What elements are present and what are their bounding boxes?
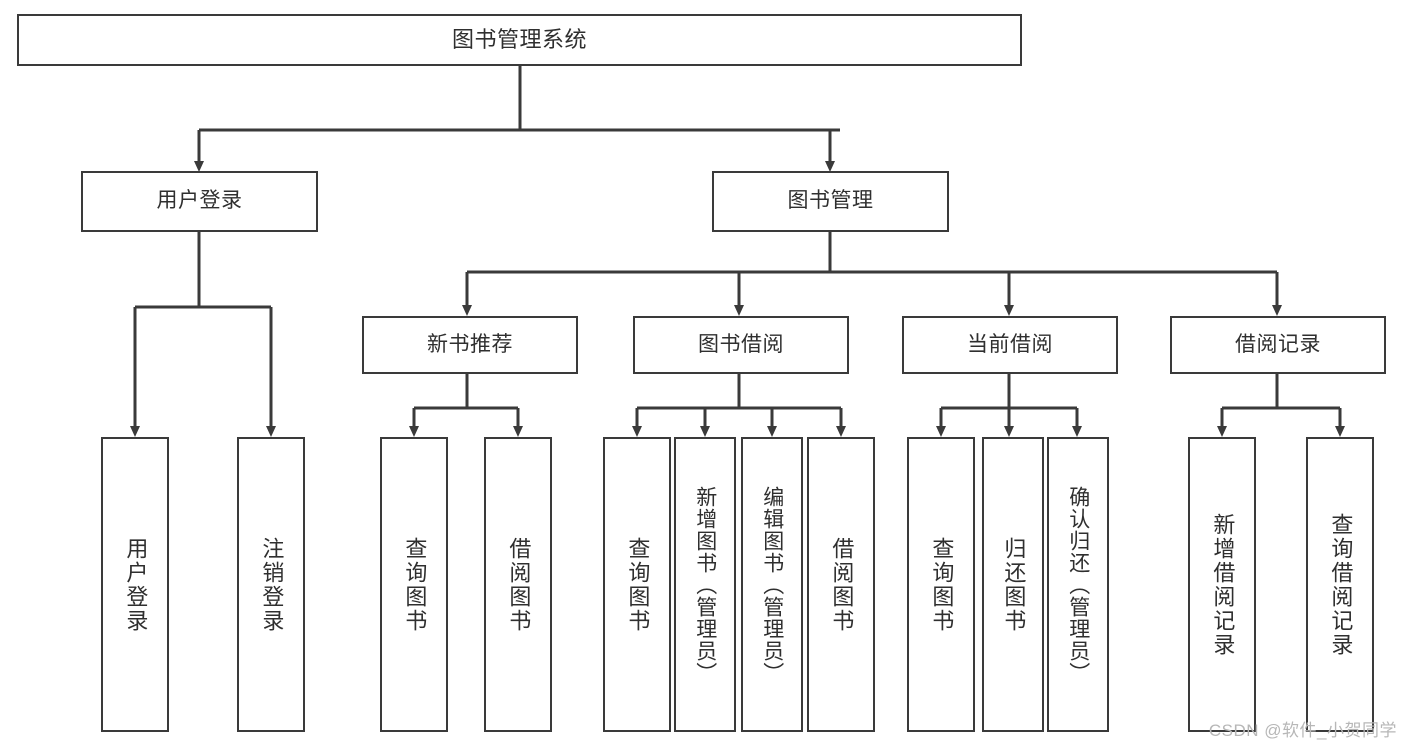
node-label: 当前借阅 [967,332,1053,356]
leaf-query-book-borrow[interactable]: 查询图书 [603,437,671,732]
node-book-management[interactable]: 图书管理 [712,171,949,232]
leaf-query-borrow-record[interactable]: 查询借阅记录 [1306,437,1374,732]
leaf-query-book-recommend[interactable]: 查询图书 [380,437,448,732]
node-label: 新增借阅记录 [1210,512,1236,657]
node-label: 查询图书 [402,536,428,633]
node-user-login[interactable]: 用户登录 [81,171,318,232]
leaf-return-book[interactable]: 归还图书 [982,437,1044,732]
leaf-borrow-book[interactable]: 借阅图书 [807,437,875,732]
node-label: 图书借阅 [698,332,784,356]
node-new-book-recommend[interactable]: 新书推荐 [362,316,578,374]
node-book-borrow[interactable]: 图书借阅 [633,316,849,374]
leaf-query-book-current[interactable]: 查询图书 [907,437,975,732]
node-root-system[interactable]: 图书管理系统 [17,14,1022,66]
node-label: 图书管理系统 [451,27,587,53]
node-label: 查询借阅记录 [1328,512,1354,657]
leaf-borrow-book-recommend[interactable]: 借阅图书 [484,437,552,732]
node-current-borrow[interactable]: 当前借阅 [902,316,1118,374]
node-borrow-record[interactable]: 借阅记录 [1170,316,1386,374]
node-label: 注销登录 [259,536,285,633]
node-label: 用户登录 [156,189,243,213]
leaf-add-book-admin[interactable]: 新增图书（管理员） [674,437,736,732]
node-label: 归还图书 [1001,536,1027,633]
node-label: 新增图书（管理员） [693,485,717,684]
node-label: 查询图书 [929,536,955,633]
leaf-confirm-return-admin[interactable]: 确认归还（管理员） [1047,437,1109,732]
node-label: 借阅记录 [1235,332,1321,356]
leaf-add-borrow-record[interactable]: 新增借阅记录 [1188,437,1256,732]
node-label: 确认归还（管理员） [1066,485,1090,684]
node-label: 新书推荐 [427,332,513,356]
node-label: 编辑图书（管理员） [760,485,784,684]
node-label: 用户登录 [123,536,149,633]
node-label: 借阅图书 [506,536,532,633]
node-label: 借阅图书 [829,536,855,633]
watermark: CSDN @软件_小贺同学 [1208,721,1397,740]
leaf-logout[interactable]: 注销登录 [237,437,305,732]
leaf-user-login[interactable]: 用户登录 [101,437,169,732]
node-label: 查询图书 [625,536,651,633]
node-label: 图书管理 [787,189,874,213]
leaf-edit-book-admin[interactable]: 编辑图书（管理员） [741,437,803,732]
